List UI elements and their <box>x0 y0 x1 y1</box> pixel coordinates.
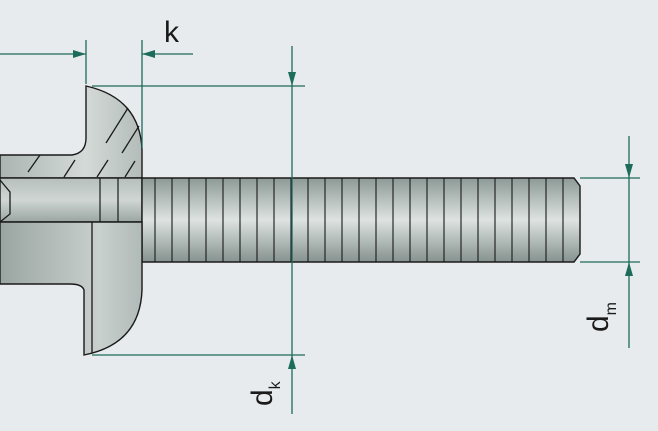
section-hatching <box>27 107 140 178</box>
dimension-label-k: k <box>164 16 180 49</box>
dimension-label-dk: dk <box>246 380 284 406</box>
mandrel-grooves <box>154 178 564 262</box>
mandrel <box>141 177 581 263</box>
rivet-head-lower-view <box>0 221 143 356</box>
dimension-lines <box>0 40 640 414</box>
dimension-label-dm: dm <box>582 302 620 332</box>
rivet-head-upper-section <box>0 85 143 179</box>
rivet-sleeve-inner <box>0 177 143 223</box>
